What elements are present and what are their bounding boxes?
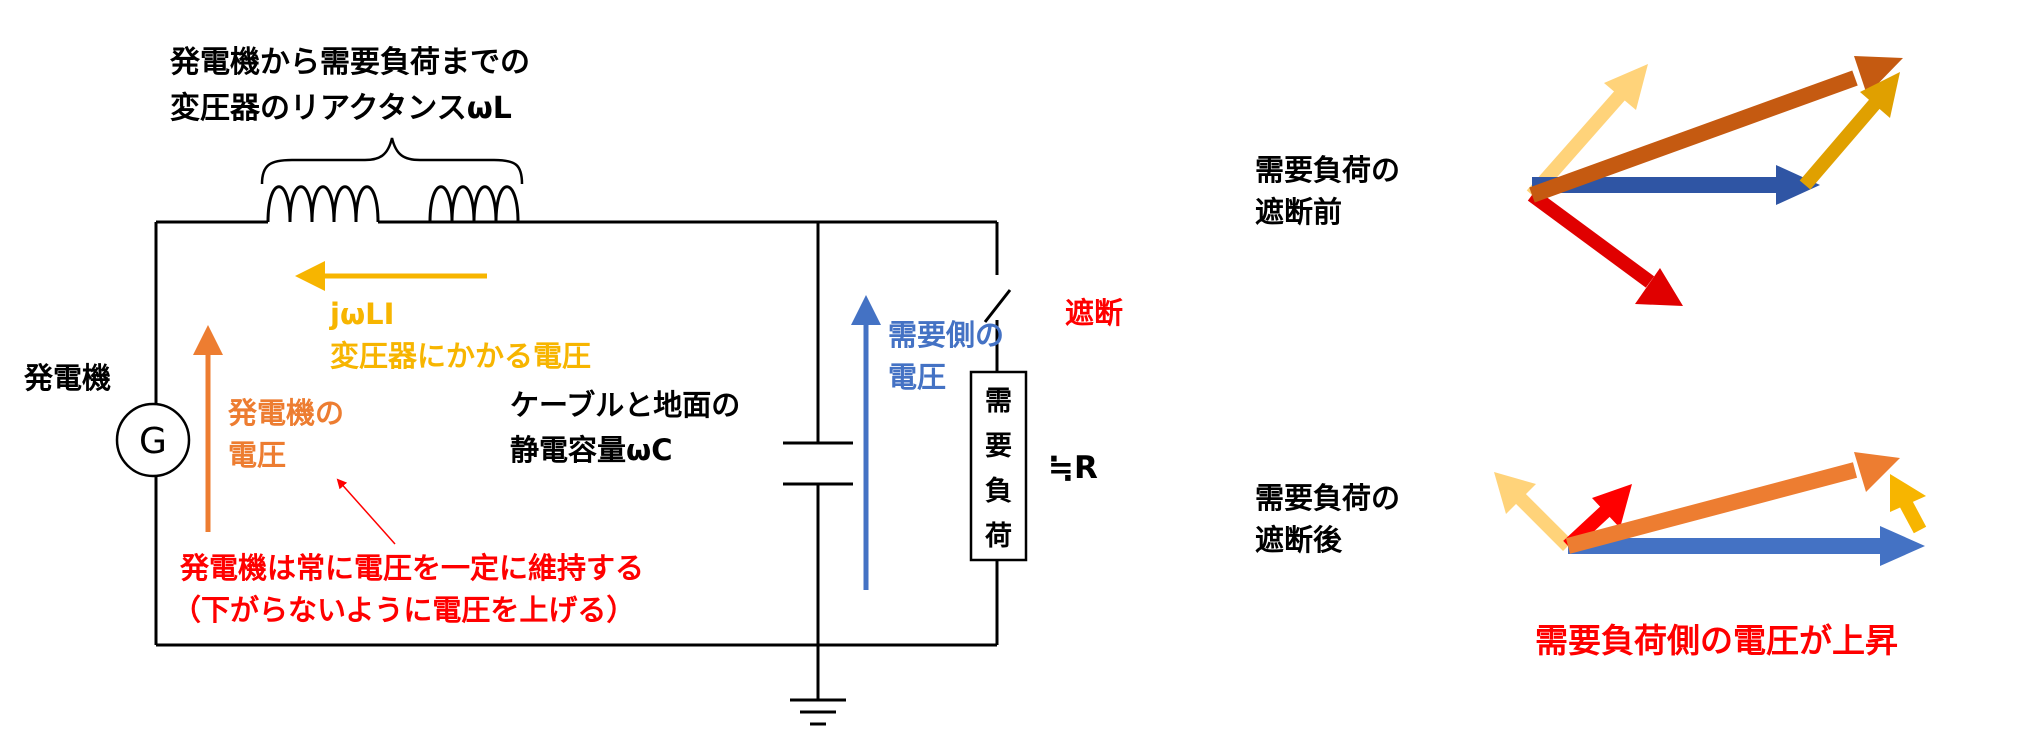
- demand-voltage-line1: 需要側の: [888, 318, 1004, 352]
- phasor-before-line1: 需要負荷の: [1255, 153, 1400, 187]
- breaker-switch: [983, 289, 1012, 323]
- conclusion-text: 需要負荷側の電圧が上昇: [1535, 621, 1898, 660]
- phasor-after-line2: 遮断後: [1255, 523, 1343, 557]
- generator-circle: [115, 402, 191, 478]
- inductor-caption-line1: 発電機から需要負荷までの: [169, 45, 530, 80]
- phasor-before-line2: 遮断前: [1255, 195, 1342, 229]
- resistance-label: ≒R: [1048, 450, 1098, 486]
- load-box-char-2: 要: [985, 431, 1012, 462]
- inductor-brace: [260, 137, 524, 185]
- generator-symbol: G: [139, 421, 167, 462]
- capacitance-line1: ケーブルと地面の: [510, 388, 740, 422]
- ground-symbol: [790, 698, 846, 726]
- phasor-diagram-after: [1494, 452, 1927, 566]
- inductor-coil-left: [266, 185, 380, 223]
- demand-voltage-line2: 電圧: [888, 360, 946, 394]
- switch-label: 遮断: [1065, 296, 1123, 330]
- generator-label: 発電機: [23, 361, 111, 395]
- note-line1: 発電機は常に電圧を一定に維持する: [179, 551, 644, 585]
- generator-voltage-line1: 発電機の: [227, 396, 344, 430]
- inductor-voltage-line1: jωLI: [329, 297, 394, 331]
- inductor-voltage-line2: 変圧器にかかる電圧: [330, 339, 591, 373]
- load-box: [969, 370, 1028, 562]
- load-box-char-3: 負: [985, 476, 1012, 507]
- inductor-caption-line2: 変圧器のリアクタンスωL: [170, 91, 512, 126]
- load-box-char-1: 需: [985, 386, 1012, 417]
- generator-voltage-line2: 電圧: [228, 438, 286, 472]
- note-pointer-arrow: [336, 478, 396, 545]
- note-line2: （下がらないように電圧を上げる）: [172, 593, 635, 627]
- inductor-coil-right: [428, 185, 520, 223]
- capacitance-line2: 静電容量ωC: [510, 433, 673, 467]
- phasor-after-line1: 需要負荷の: [1255, 481, 1400, 515]
- load-box-char-4: 荷: [985, 521, 1012, 552]
- phasor-diagram-before: [1526, 56, 1903, 306]
